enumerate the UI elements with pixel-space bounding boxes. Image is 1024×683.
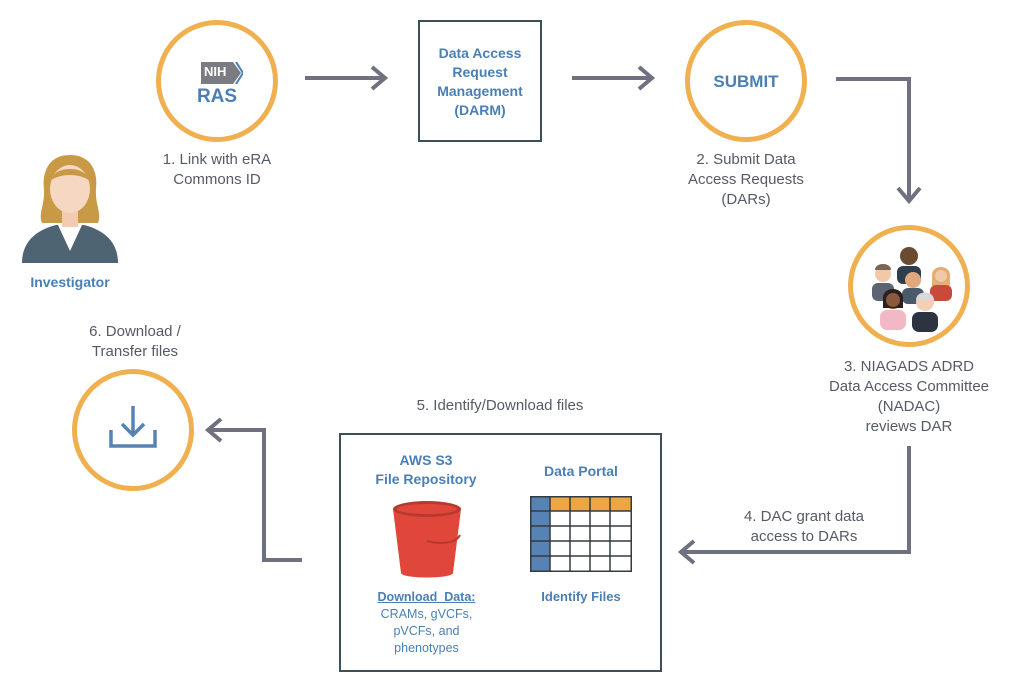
- nih-ras-circle: NIH RAS: [156, 20, 278, 142]
- download-circle: [72, 369, 194, 491]
- step-1-caption: 1. Link with eRA Commons ID: [137, 150, 297, 190]
- s3-title: AWS S3 File Repository: [356, 451, 496, 489]
- darm-line2: Request: [452, 64, 508, 80]
- darm-line1: Data Access: [438, 45, 522, 61]
- portal-title: Data Portal: [544, 463, 618, 479]
- download-data-block: Download Data: CRAMs, gVCFs, pVCFs, and …: [349, 589, 504, 657]
- download-data-line3: phenotypes: [394, 641, 459, 655]
- step-6-line2: Transfer files: [91, 343, 179, 360]
- step-5-caption: 5. Identify/Download files: [416, 397, 584, 414]
- portal-caption: Identify Files: [541, 589, 621, 604]
- step-2-caption: 2. Submit Data Access Requests (DARs): [666, 150, 826, 210]
- download-data-line1: CRAMs, gVCFs,: [380, 607, 473, 621]
- step-2-line1: 2. Submit Data: [696, 151, 796, 168]
- arrow-identify-to-download: [209, 428, 302, 562]
- darm-box: Data Access Request Management (DARM): [418, 20, 542, 142]
- s3-title-line2: File Repository: [375, 471, 477, 487]
- committee-people-icon: [872, 247, 952, 332]
- darm-line4: (DARM): [454, 102, 506, 118]
- arrow-nadac-to-identify: [682, 446, 911, 554]
- step-3-line2: Data Access Committee: [828, 378, 990, 395]
- darm-line3: Management: [437, 83, 523, 99]
- investigator-avatar-icon: [22, 155, 118, 263]
- identify-download-box: AWS S3 File Repository Download Data: CR…: [339, 433, 662, 672]
- step-4-line1: 4. DAC grant data: [743, 508, 865, 525]
- nih-logo-text: NIH: [204, 64, 227, 79]
- investigator-label: Investigator: [30, 274, 110, 290]
- download-data-line2: pVCFs, and: [393, 624, 460, 638]
- step-3-line3: (NADAC): [877, 398, 941, 415]
- step-6-caption: 6. Download / Transfer files: [60, 322, 210, 362]
- step-3-line1: 3. NIAGADS ADRD: [843, 358, 975, 375]
- submit-circle: SUBMIT: [685, 20, 807, 142]
- step-4-line2: access to DARs: [750, 528, 858, 545]
- download-data-heading: Download Data:: [377, 590, 476, 604]
- step-2-line2: Access Requests: [688, 171, 804, 188]
- download-tray-icon: [109, 406, 157, 448]
- s3-title-line1: AWS S3: [399, 452, 453, 468]
- data-grid-icon: [530, 496, 632, 572]
- step-3-caption: 3. NIAGADS ADRD Data Access Committee (N…: [800, 357, 1018, 437]
- step-4-caption: 4. DAC grant data access to DARs: [724, 507, 884, 547]
- step-3-line4: reviews DAR: [865, 418, 953, 435]
- step-1-line1: 1. Link with eRA: [162, 151, 272, 168]
- investigator: Investigator: [20, 155, 120, 290]
- arrow-submit-to-nadac: [836, 77, 911, 200]
- ras-label: RAS: [196, 86, 238, 107]
- nih-logo-icon: NIH: [201, 61, 245, 85]
- committee-circle: [848, 225, 970, 347]
- step-6-line1: 6. Download /: [89, 323, 181, 340]
- step-1-line2: Commons ID: [173, 171, 261, 188]
- step-2-line3: (DARs): [721, 191, 771, 208]
- s3-bucket-icon: [393, 501, 461, 578]
- submit-label: SUBMIT: [713, 72, 779, 91]
